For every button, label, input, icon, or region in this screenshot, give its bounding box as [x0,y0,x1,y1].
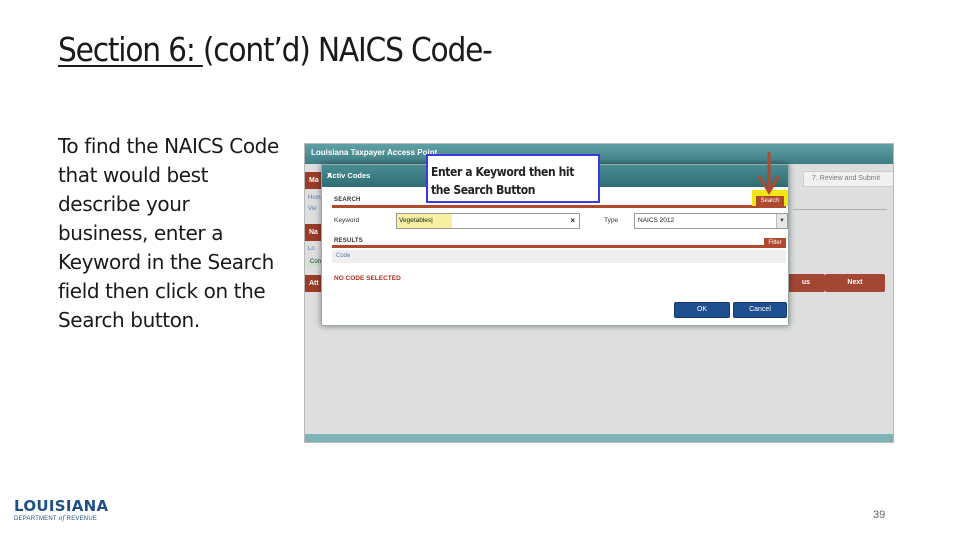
dialog-title: Activ Codes [327,171,371,180]
slide-title-rest: (cont’d) NAICS Code- [202,30,493,69]
instruction-text: To find the NAICS Code that would best d… [58,134,279,332]
search-button-highlight: Search [752,190,788,206]
louisiana-revenue-logo: LOUISIANA DEPARTMENT of REVENUE [14,498,114,528]
results-row[interactable]: Code [332,250,786,263]
close-icon[interactable]: X [327,171,333,180]
step-review-submit: 7. Review and Submit [803,171,893,187]
slide-title-section: Section 6: [58,30,203,69]
clear-icon[interactable]: × [570,216,575,225]
background-link-con: Con [308,258,324,266]
background-link-lo: Lo [308,246,315,252]
type-select[interactable]: NAICS 2012 ▼ [634,213,788,229]
logo-department: DEPARTMENT of REVENUE [14,515,98,522]
app-footer [305,434,893,442]
type-value: NAICS 2012 [638,217,675,224]
app-title: Louisiana Taxpayer Access Point [311,148,438,157]
divider [793,209,887,210]
results-section-divider [332,245,786,248]
type-label: Type [604,217,619,224]
results-code-header: Code [336,253,351,259]
callout-text: Enter a Keyword then hit the Search Butt… [431,165,574,197]
no-code-selected: NO CODE SELECTED [334,275,401,282]
cancel-button[interactable]: Cancel [733,302,787,318]
keyword-highlight [397,214,452,228]
page-number: 39 [873,509,886,521]
keyword-label: Keyword [334,217,360,224]
keyword-input[interactable]: Vegetables| × [396,213,580,229]
results-section-label: RESULTS [334,238,363,244]
search-section-label: SEARCH [334,197,361,203]
next-button: Next [825,274,885,292]
arrow-down-icon [757,152,781,195]
search-section-divider [332,205,786,208]
previous-button: us [787,274,825,292]
keyword-value: Vegetables| [399,217,433,224]
slide-title: Section 6: (cont’d) NAICS Code- [58,30,493,69]
logo-name: LOUISIANA [14,497,109,515]
filter-button[interactable]: Filter [764,238,786,248]
background-link-home: Hom [308,195,321,201]
chevron-down-icon[interactable]: ▼ [776,214,787,228]
instruction-callout: Enter a Keyword then hit the Search Butt… [426,154,600,203]
ok-button[interactable]: OK [674,302,730,318]
background-link-view: Vie [308,206,317,212]
search-button[interactable]: Search [756,196,784,206]
